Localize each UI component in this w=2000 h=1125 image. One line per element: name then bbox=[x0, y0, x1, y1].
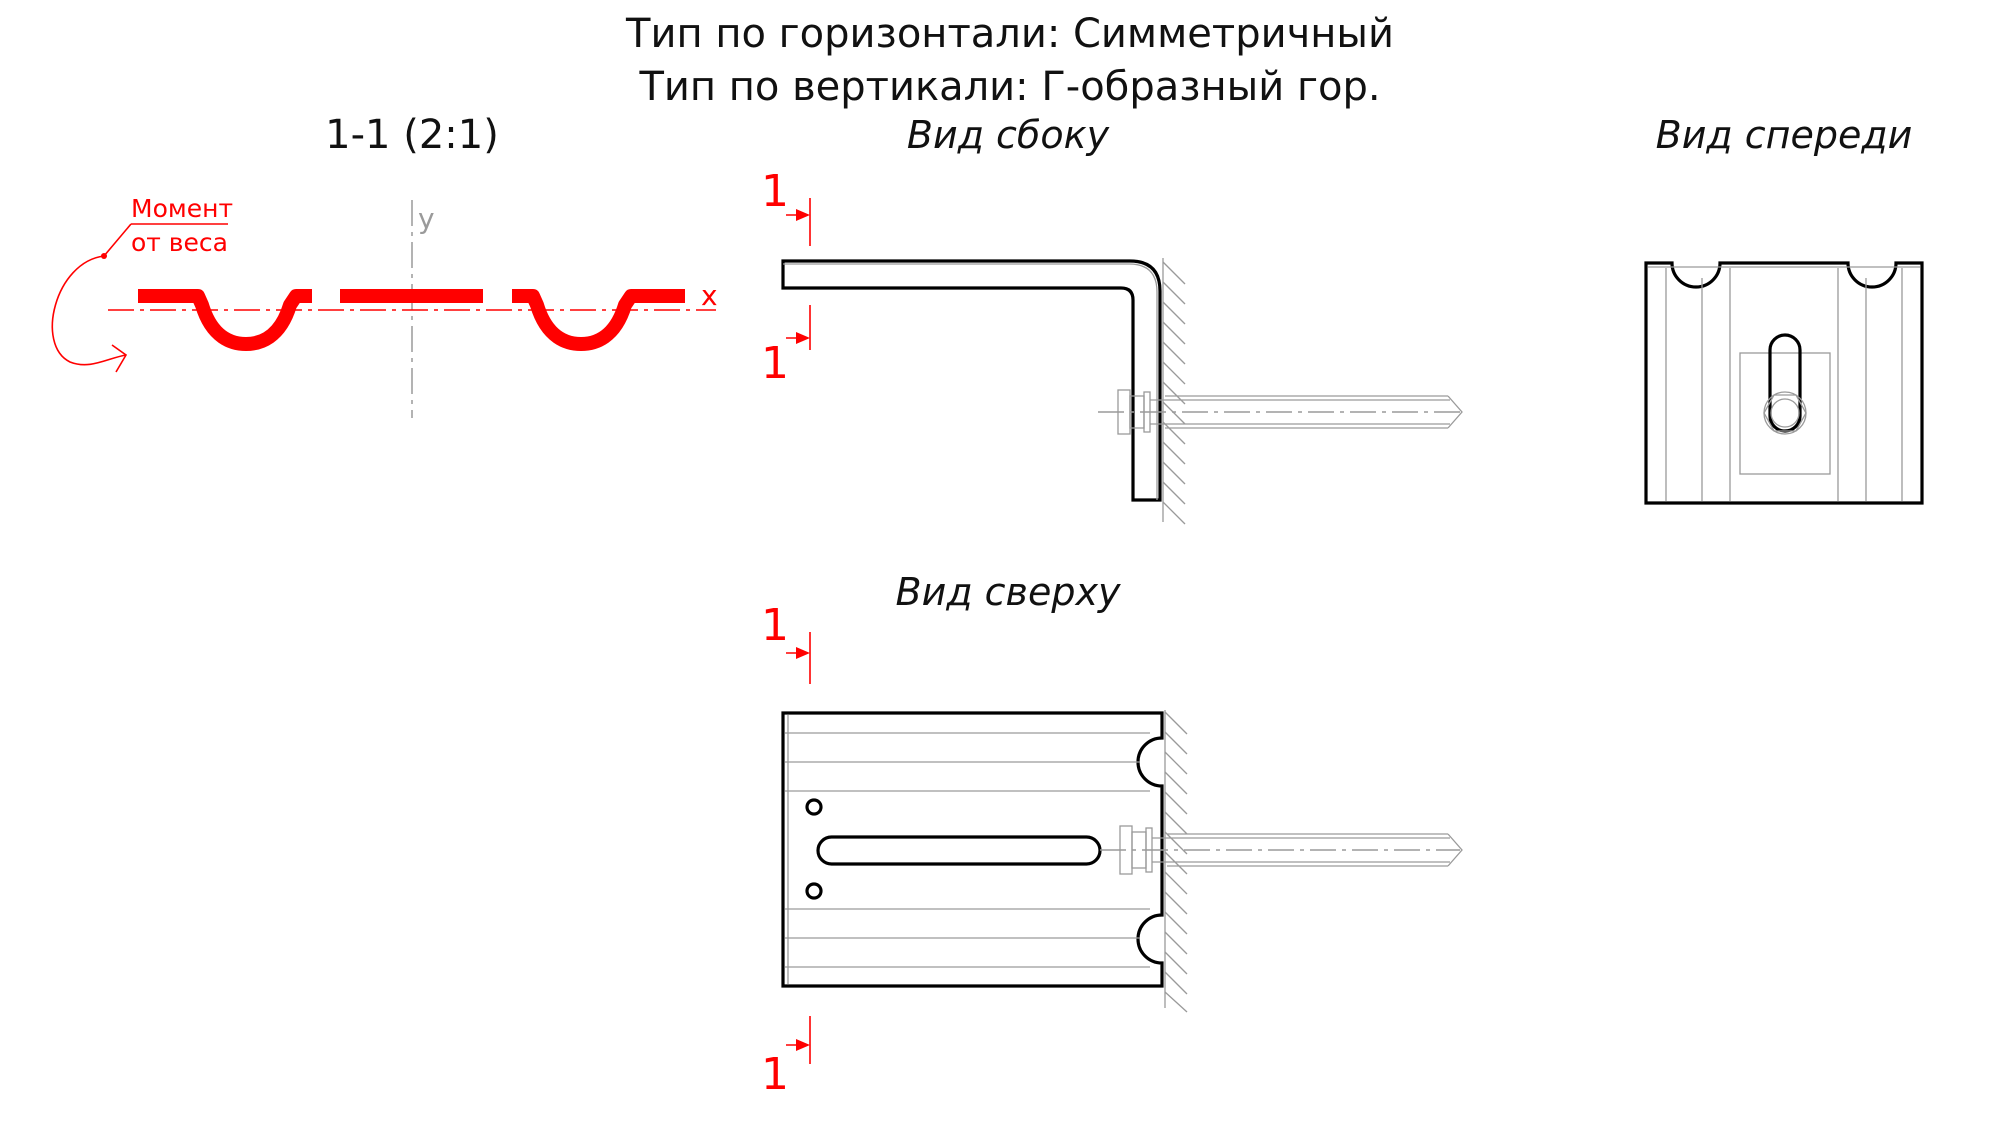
moment-arrow-icon bbox=[51, 255, 127, 366]
horizontal-type-label: Тип по горизонтали: Симметричный bbox=[625, 11, 1394, 57]
front-view: Вид спереди bbox=[1644, 113, 1924, 505]
cut-marker-top-lower: 1 bbox=[761, 1016, 811, 1100]
side-view-title: Вид сбоку bbox=[907, 113, 1110, 157]
front-washer-outline bbox=[1739, 352, 1831, 475]
cut-marker-label: 1 bbox=[761, 166, 789, 217]
cut-marker-side-bottom: 1 bbox=[761, 305, 811, 389]
vertical-type-label: Тип по вертикали: Г-образный гор. bbox=[638, 64, 1380, 110]
front-bolt-head bbox=[1763, 391, 1807, 435]
section-view: 1-1 (2:1) y x Момент от веса bbox=[51, 112, 718, 418]
side-bracket-inner-line bbox=[783, 263, 1158, 500]
side-wall-hatch bbox=[1162, 261, 1186, 525]
side-bracket bbox=[781, 259, 1162, 502]
cut-marker-side-top: 1 bbox=[761, 166, 811, 246]
top-view: Вид сверху bbox=[781, 570, 1463, 1013]
top-wall-hatch bbox=[1164, 711, 1188, 1013]
cut-marker-top-upper: 1 bbox=[761, 600, 811, 684]
top-view-title: Вид сверху bbox=[896, 570, 1121, 614]
side-anchor-bolt bbox=[1098, 389, 1463, 435]
top-groove-lines bbox=[785, 715, 1150, 984]
top-anchor-bolt bbox=[1100, 825, 1463, 875]
front-plate-outline bbox=[1644, 261, 1924, 505]
top-slot bbox=[816, 835, 1102, 866]
moment-label-line1: Момент bbox=[131, 194, 233, 223]
cut-marker-label: 1 bbox=[761, 1049, 789, 1100]
front-view-title: Вид спереди bbox=[1656, 113, 1913, 157]
side-view: Вид сбоку bbox=[781, 113, 1463, 525]
top-plate-outline bbox=[781, 711, 1164, 988]
cut-marker-label: 1 bbox=[761, 338, 789, 389]
moment-arrowhead-icon bbox=[111, 344, 128, 373]
section-title: 1-1 (2:1) bbox=[325, 112, 499, 158]
section-profile bbox=[138, 289, 685, 351]
section-y-axis-label: y bbox=[418, 202, 435, 235]
top-hole-upper bbox=[805, 798, 823, 816]
front-slot bbox=[1768, 333, 1802, 433]
moment-label-line2: от веса bbox=[131, 228, 228, 257]
section-x-axis-label: x bbox=[701, 279, 718, 312]
moment-leader bbox=[103, 223, 132, 257]
cut-marker-label: 1 bbox=[761, 600, 789, 651]
front-groove-lines bbox=[1665, 268, 1903, 501]
top-hole-lower bbox=[805, 882, 823, 900]
